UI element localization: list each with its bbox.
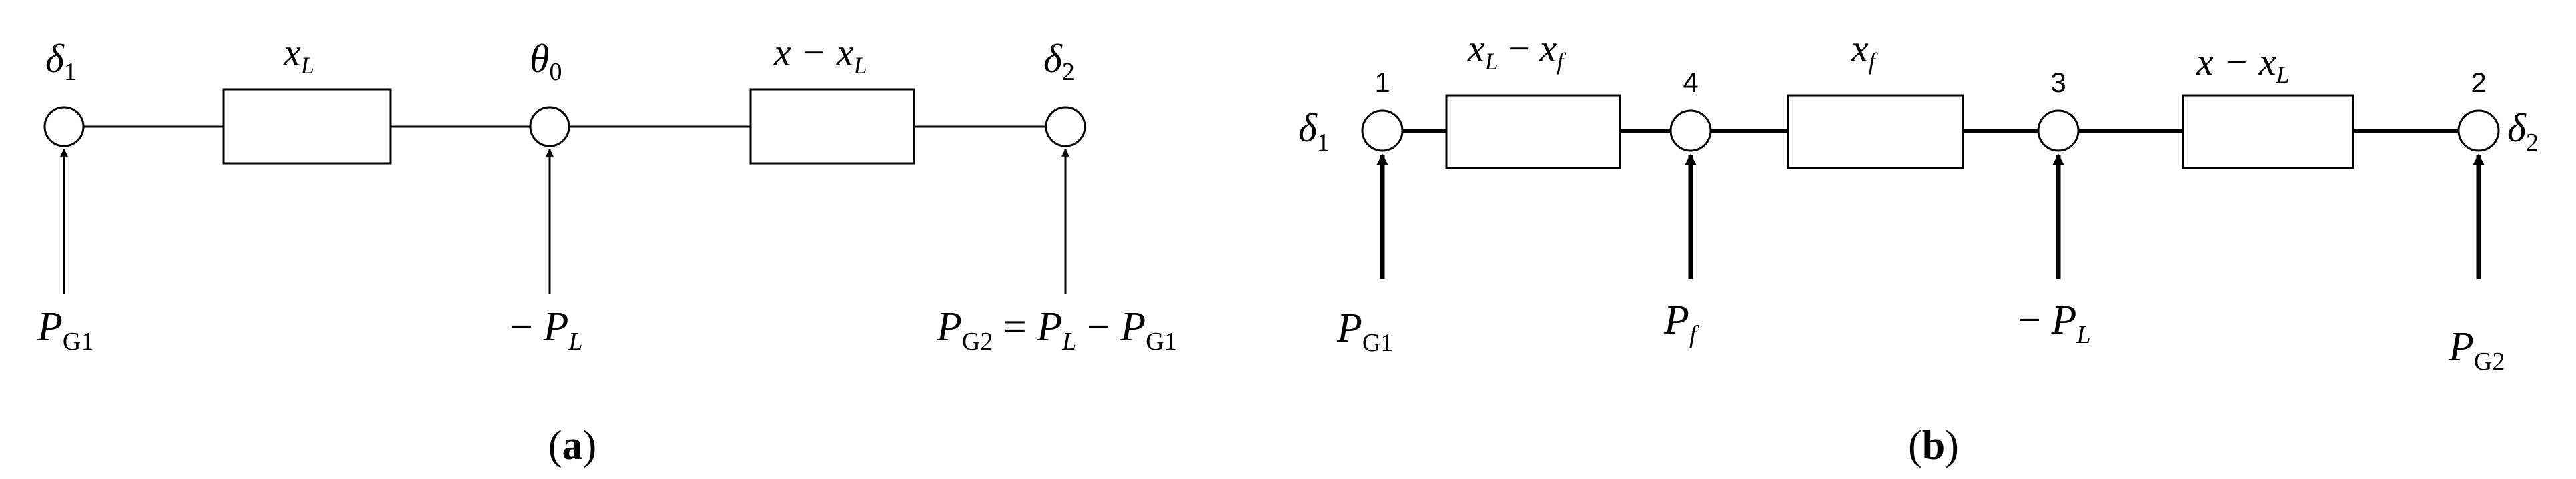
a-node-label-1: δ1: [45, 37, 77, 86]
a-branch-box-2: [749, 88, 915, 165]
a-branch-label-1: xL: [283, 31, 314, 79]
b-branch-box-1: [1445, 94, 1621, 169]
b-node-number-2: 2: [2471, 67, 2486, 98]
a-node-label-2: δ2: [1043, 37, 1075, 86]
b-node-1: [1361, 109, 1404, 152]
diagram-b: 1 4 3 2 δ1 δ2 xL − xf xf x − xL PG1 Pf −…: [1298, 27, 2539, 468]
b-node-4: [1669, 109, 1712, 152]
b-node-number-3: 3: [2050, 67, 2066, 98]
a-node-theta: [529, 106, 570, 147]
b-branch-box-3: [2182, 94, 2354, 169]
a-branch-label-2: x − xL: [773, 31, 867, 79]
a-caption: (a): [548, 423, 596, 468]
b-caption: (b): [1908, 423, 1959, 468]
b-injection-label-1: PG1: [1336, 306, 1393, 357]
b-injection-label-3: − PL: [2018, 298, 2090, 349]
b-node-number-1: 1: [1374, 67, 1390, 98]
a-branch-box-1: [222, 88, 392, 165]
b-end-label-left: δ1: [1298, 106, 1330, 157]
b-node-3: [2037, 109, 2080, 152]
a-node-1: [43, 106, 85, 147]
a-injection-label-3: PG2 = PL − PG1: [936, 304, 1177, 356]
diagram-a: δ1 θ0 δ2 xL x − xL PG1 − PL PG2 = PL − P…: [37, 31, 1177, 468]
b-branch-label-2: xf: [1851, 27, 1879, 75]
b-injection-label-2: PG2: [2448, 324, 2505, 376]
b-branch-box-2: [1787, 94, 1964, 169]
b-branch-label-3: x − xL: [2196, 40, 2290, 88]
b-node-2: [2457, 109, 2500, 152]
a-injection-label-1: PG1: [37, 304, 93, 356]
b-node-number-4: 4: [1683, 67, 1698, 98]
a-node-label-theta: θ0: [530, 37, 562, 86]
a-injection-label-2: − PL: [510, 304, 582, 356]
b-branch-label-1: xL − xf: [1467, 27, 1567, 75]
b-injection-label-4: Pf: [1663, 298, 1699, 349]
a-node-2: [1045, 106, 1086, 147]
b-end-label-right: δ2: [2507, 106, 2539, 157]
